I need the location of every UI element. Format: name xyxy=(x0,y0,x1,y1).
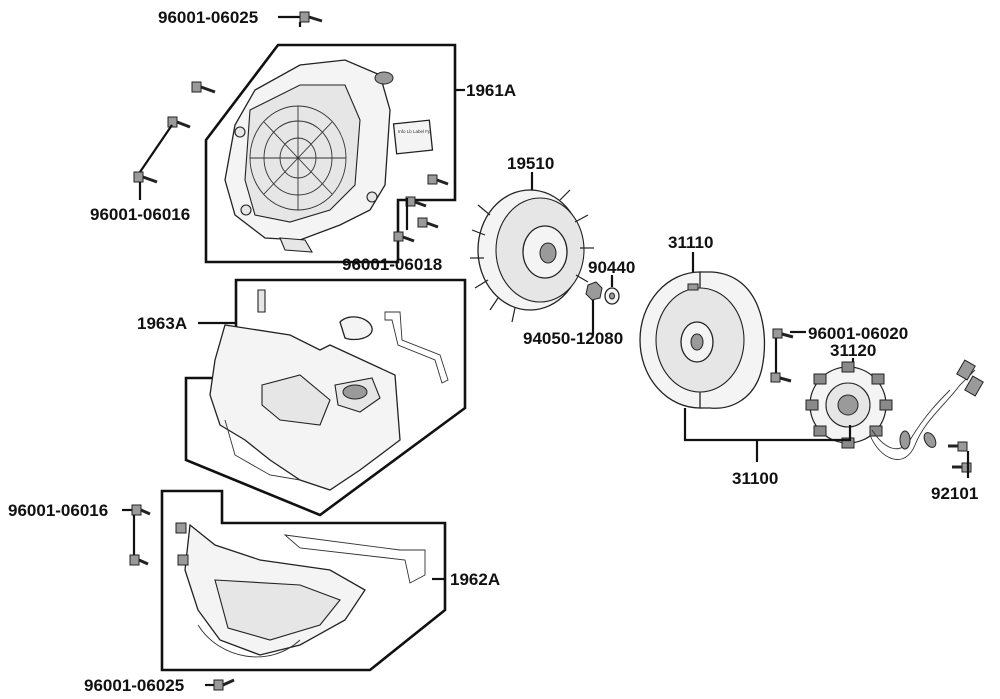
label-1961a: 1961A xyxy=(466,81,516,100)
label-94050-12080: 94050-12080 xyxy=(523,329,623,348)
assembly-bracket-31100 xyxy=(683,408,852,442)
label-96001-06020: 96001-06020 xyxy=(808,324,908,343)
shroud-cover-1963a xyxy=(184,278,467,517)
part-labels: 96001-06025 1961A 96001-06016 96001-0601… xyxy=(8,8,978,695)
label-96001-06025-bottom: 96001-06025 xyxy=(84,676,184,695)
clip-92101 xyxy=(948,441,972,478)
label-19510: 19510 xyxy=(507,154,554,173)
stator-31120 xyxy=(770,328,984,460)
label-96001-06016-lower: 96001-06016 xyxy=(8,501,108,520)
label-96001-06016-upper: 96001-06016 xyxy=(90,205,190,224)
fan-grille xyxy=(249,105,347,211)
label-31100: 31100 xyxy=(732,469,778,488)
label-1963a: 1963A xyxy=(137,314,187,333)
label-96001-06025-top: 96001-06025 xyxy=(158,8,258,27)
bolt-96001-06025-top xyxy=(278,11,323,27)
bolt-96001-06016-lower xyxy=(122,504,151,566)
label-92101: 92101 xyxy=(931,484,978,503)
label-96001-06018: 96001-06018 xyxy=(342,255,442,274)
decal-text: Info Lb Label Fp xyxy=(398,129,431,134)
label-1962a: 1962A xyxy=(450,570,500,589)
bolt-left-3 xyxy=(133,171,158,184)
rotor-31110 xyxy=(639,252,766,409)
shroud-cover-1961a: Info Lb Label Fp xyxy=(204,43,465,264)
bolt-left-2 xyxy=(167,116,191,129)
label-31120: 31120 xyxy=(830,341,876,360)
bolt-left-1 xyxy=(191,81,216,94)
flywheel-19510 xyxy=(470,172,594,323)
shroud-cover-1962a xyxy=(160,489,447,672)
label-90440: 90440 xyxy=(588,258,635,277)
label-31110: 31110 xyxy=(668,233,713,252)
bolts-96001-06018 xyxy=(393,174,449,243)
nut-and-washer xyxy=(585,275,620,335)
bolt-96001-06025-bottom xyxy=(205,678,235,691)
